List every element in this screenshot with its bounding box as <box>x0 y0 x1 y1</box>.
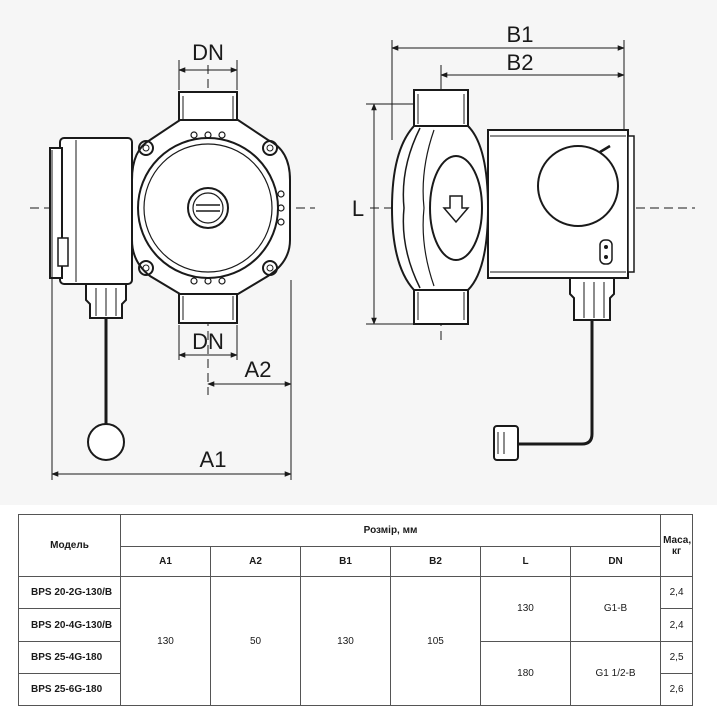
front-motor-face <box>143 143 273 273</box>
b2-label: B2 <box>507 50 534 75</box>
b2-value: 105 <box>390 576 481 706</box>
mass-cell: 2,5 <box>660 640 694 674</box>
column-header-b2: B2 <box>390 546 481 578</box>
model-cell: BPS 20-2G-130/B <box>18 576 121 610</box>
dn-top-label: DN <box>192 40 224 65</box>
l-label: L <box>352 196 364 221</box>
front-bolt-tr <box>262 140 278 156</box>
side-top-pipe <box>413 89 469 127</box>
size-header: Розмір, мм <box>119 513 662 548</box>
column-header-b1: B1 <box>300 546 391 578</box>
front-bottom-pipe <box>178 292 238 324</box>
side-cable-gland <box>569 277 615 321</box>
mass-header: Маса, кг <box>660 513 694 578</box>
side-view <box>370 65 695 461</box>
front-pump-body <box>131 119 291 295</box>
side-flow-panel <box>429 155 483 261</box>
side-dimensions <box>366 40 625 325</box>
a2-value: 50 <box>210 576 301 706</box>
column-header-l: L <box>480 546 571 578</box>
front-view <box>30 65 315 461</box>
front-top-pipe <box>178 91 238 123</box>
flow-arrow-icon <box>442 195 470 224</box>
table-row: BPS 20-2G-130/B 130 50 130 105 130 G1-B … <box>18 576 694 706</box>
side-cable <box>516 320 594 446</box>
pump-drawing: DN DN A2 A1 <box>30 22 695 480</box>
specifications-table: Модель Розмір, мм Маса, кг A1 A2 B1 B2 L… <box>18 513 694 707</box>
front-plug <box>87 423 125 461</box>
indicator-light <box>599 239 613 265</box>
mass-cell: 2,4 <box>660 576 694 610</box>
model-cell: BPS 20-4G-130/B <box>18 608 121 642</box>
mass-cell: 2,4 <box>660 608 694 642</box>
side-plug <box>493 425 519 461</box>
model-cell: BPS 25-4G-180 <box>18 640 121 674</box>
a1-label: A1 <box>200 447 227 472</box>
column-header-dn: DN <box>569 546 662 578</box>
a2-label: A2 <box>245 357 272 382</box>
front-dimensions <box>51 60 292 480</box>
technical-drawing: DN DN A2 A1 <box>30 22 695 480</box>
l-value-group1: 130 <box>480 576 571 642</box>
front-bolt-br <box>262 260 278 276</box>
model-header: Модель <box>18 513 121 578</box>
side-bottom-pipe <box>413 287 469 325</box>
front-bolt-tl <box>138 140 154 156</box>
table-row: BPS 25-4G-180 180 G1 1/2-B 2,5 <box>18 640 694 707</box>
table-row: BPS 25-6G-180 2,6 <box>18 672 694 707</box>
dn-bottom-label: DN <box>192 329 224 354</box>
b1-label: B1 <box>507 22 534 47</box>
front-center-plug <box>187 187 229 229</box>
column-header-a2: A2 <box>210 546 301 578</box>
speed-selector-knob <box>537 145 619 227</box>
b1-value: 130 <box>300 576 391 706</box>
front-terminal-box <box>59 137 133 285</box>
column-header-a1: A1 <box>120 546 211 578</box>
model-cell: BPS 25-6G-180 <box>18 672 121 707</box>
dn-value-group2: G1 1/2-B <box>569 640 662 707</box>
mass-cell: 2,6 <box>660 672 694 707</box>
a1-value: 130 <box>120 576 211 706</box>
dn-value-group1: G1-B <box>569 576 662 642</box>
l-value-group2: 180 <box>480 640 571 707</box>
front-bolt-bl <box>138 260 154 276</box>
table-row: BPS 20-4G-130/B 2,4 <box>18 608 694 642</box>
